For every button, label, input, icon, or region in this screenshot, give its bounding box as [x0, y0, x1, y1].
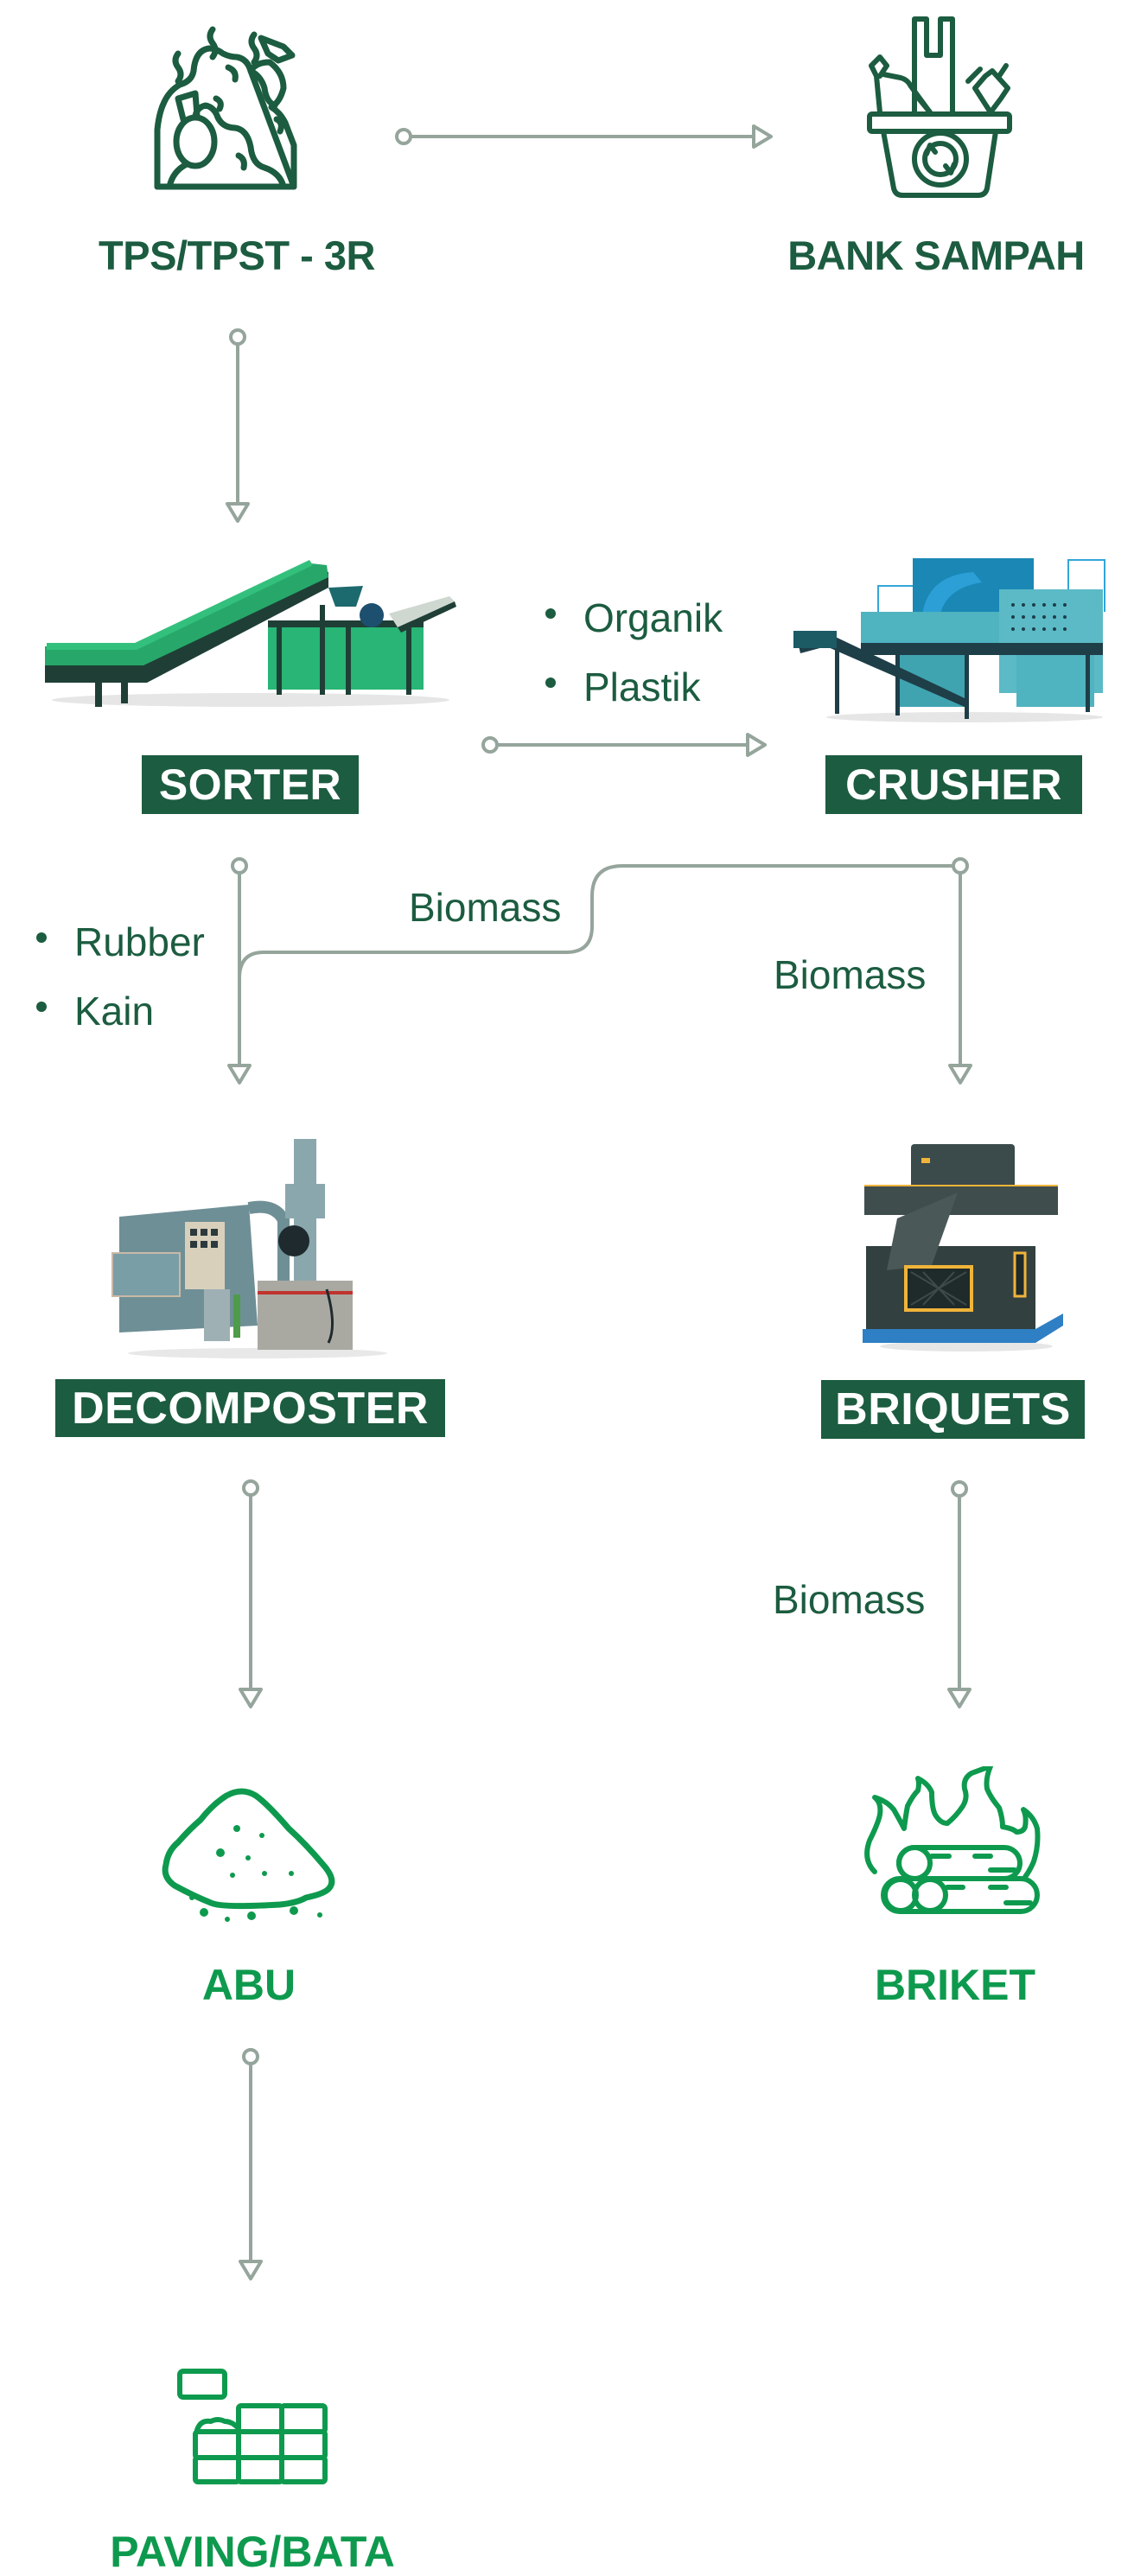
node-label-tps: TPS/TPST - 3R — [99, 232, 375, 278]
annotation-biomass-crusher-briquets: Biomass — [774, 952, 927, 997]
arrow-decomposter-to-abu — [239, 1479, 263, 1708]
arrow-tps-to-sorter — [226, 328, 250, 523]
arrow-sorter-to-crusher — [481, 733, 767, 757]
crusher-machine-image — [793, 558, 1105, 722]
sorter-machine-image — [45, 560, 456, 707]
node-label-sorter: SORTER — [142, 755, 359, 814]
bullet-icon — [36, 1002, 47, 1012]
garbage-pile-icon — [154, 26, 297, 190]
bricks-icon — [177, 2369, 328, 2484]
arrow-abu-to-paving — [239, 2048, 263, 2280]
annotation-plastik: Plastik — [583, 665, 701, 709]
annotation-kain: Kain — [74, 989, 155, 1034]
node-label-abu: ABU — [201, 1961, 296, 2009]
bullet-icon — [545, 608, 556, 619]
connector-crusher-to-decomposter — [238, 864, 955, 980]
node-label-briquets: BRIQUETS — [821, 1380, 1085, 1439]
annotation-organik: Organik — [583, 595, 723, 640]
annotation-biomass-briquets-briket: Biomass — [773, 1577, 926, 1622]
arrow-tps-to-bank-sampah — [395, 124, 773, 149]
bullet-icon — [545, 677, 556, 688]
node-label-crusher: CRUSHER — [825, 755, 1082, 814]
arrow-crusher-to-briquets — [948, 857, 972, 1084]
recycle-bin-icon — [867, 16, 1012, 198]
annotation-rubber: Rubber — [74, 919, 205, 964]
node-label-paving-bata: PAVING/BATA — [110, 2528, 395, 2576]
briquette-machine-image — [863, 1144, 1063, 1352]
node-label-decomposter: DECOMPOSTER — [55, 1379, 445, 1437]
bullet-icon — [36, 932, 47, 943]
decomposter-machine-image — [111, 1139, 387, 1358]
node-label-briket: BRIKET — [874, 1961, 1036, 2009]
arrow-briquets-to-briket — [947, 1480, 972, 1708]
burning-logs-icon — [864, 1766, 1041, 1914]
ash-pile-icon — [162, 1788, 335, 1922]
node-label-bank-sampah: BANK SAMPAH — [787, 232, 1085, 278]
annotation-biomass-crusher-decomposter: Biomass — [409, 885, 562, 930]
